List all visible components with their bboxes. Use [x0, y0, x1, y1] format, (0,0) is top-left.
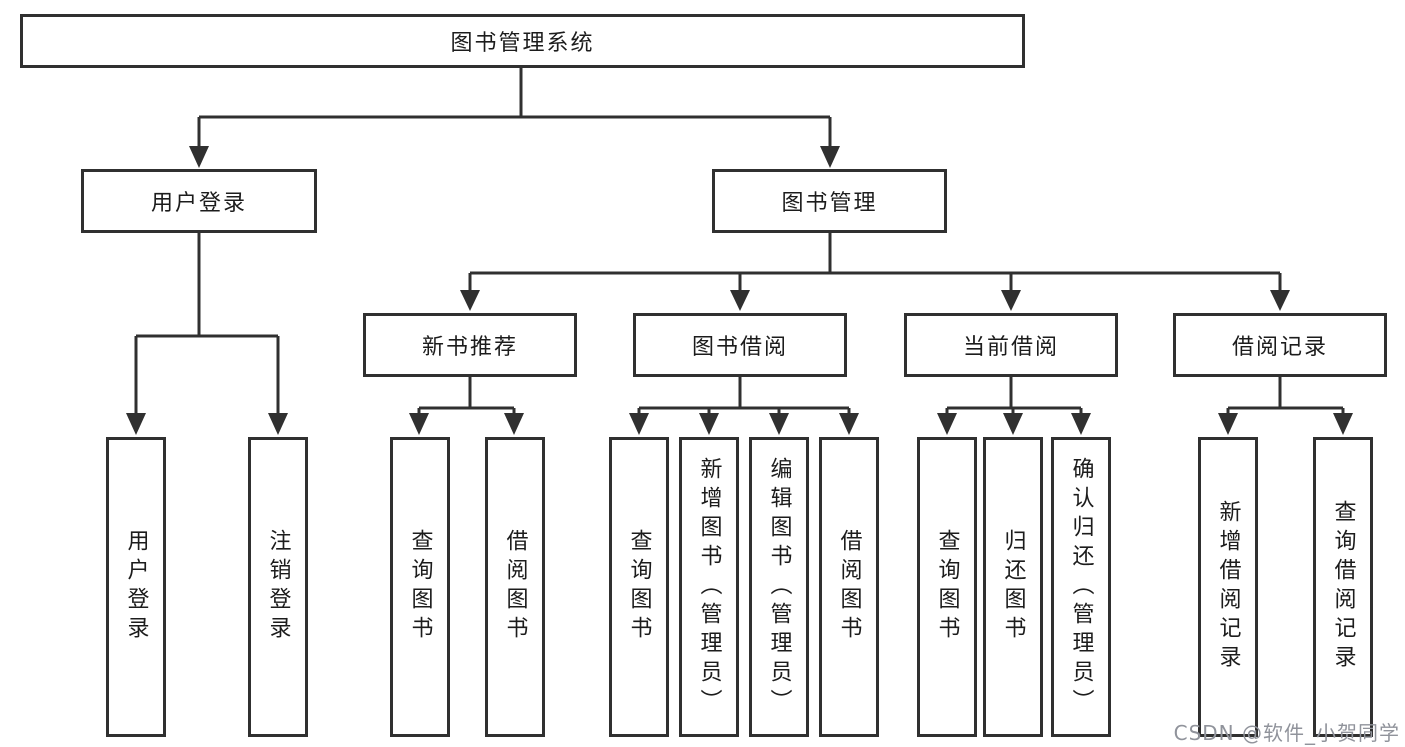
- node-book-management: 图书管理: [712, 169, 947, 233]
- arrow-icon: [126, 413, 1353, 435]
- leaf-bookborrow-query-book-label: 查询图书: [626, 529, 652, 645]
- leaf-bookborrow-add-book-admin: 新增图书（管理员）: [679, 437, 739, 737]
- arrow-icon: [460, 290, 1290, 311]
- leaf-bookborrow-borrow-book-label: 借阅图书: [836, 529, 862, 645]
- node-user-login: 用户登录: [81, 169, 317, 233]
- leaf-record-add-label: 新增借阅记录: [1215, 500, 1241, 674]
- node-borrow-record-label: 借阅记录: [1231, 335, 1328, 360]
- node-new-book-recommend-label: 新书推荐: [421, 335, 518, 360]
- node-new-book-recommend: 新书推荐: [363, 313, 577, 377]
- leaf-bookborrow-edit-book-admin-label: 编辑图书（管理员）: [766, 456, 792, 718]
- leaf-record-query-label: 查询借阅记录: [1330, 500, 1356, 674]
- leaf-bookborrow-add-book-admin-label: 新增图书（管理员）: [696, 456, 722, 718]
- edge-bookmgmt-to-level3: [468, 233, 1282, 292]
- leaf-user-login-label: 用户登录: [123, 529, 149, 645]
- leaf-logout-label: 注销登录: [265, 529, 291, 645]
- leaf-record-add: 新增借阅记录: [1198, 437, 1258, 737]
- node-current-borrow-label: 当前借阅: [962, 335, 1059, 360]
- leaf-current-confirm-return-admin-label: 确认归还（管理员）: [1068, 456, 1094, 718]
- arrow-icon: [189, 146, 840, 168]
- csdn-watermark: CSDN @软件_小贺同学: [1173, 721, 1400, 745]
- leaf-newbook-query-book-label: 查询图书: [407, 529, 433, 645]
- leaf-bookborrow-query-book: 查询图书: [609, 437, 669, 737]
- leaf-current-query-book: 查询图书: [917, 437, 977, 737]
- leaf-newbook-borrow-book-label: 借阅图书: [502, 529, 528, 645]
- leaf-current-query-book-label: 查询图书: [934, 529, 960, 645]
- edge-userlogin-to-leaves: [134, 233, 280, 416]
- leaf-current-confirm-return-admin: 确认归还（管理员）: [1051, 437, 1111, 737]
- leaf-bookborrow-edit-book-admin: 编辑图书（管理员）: [749, 437, 809, 737]
- leaf-user-login: 用户登录: [106, 437, 166, 737]
- leaf-newbook-query-book: 查询图书: [390, 437, 450, 737]
- leaf-current-return-book: 归还图书: [983, 437, 1043, 737]
- node-book-borrow-label: 图书借阅: [691, 335, 788, 360]
- node-borrow-record: 借阅记录: [1173, 313, 1387, 377]
- edge-borrowrecord-to-leaves: [1226, 377, 1345, 416]
- edge-bookborrow-to-leaves: [637, 377, 851, 416]
- leaf-current-return-book-label: 归还图书: [1000, 529, 1026, 645]
- leaf-newbook-borrow-book: 借阅图书: [485, 437, 545, 737]
- node-book-management-label: 图书管理: [781, 191, 878, 216]
- edge-root-to-level2: [197, 68, 832, 148]
- edge-newbook-to-leaves: [417, 377, 516, 416]
- node-current-borrow: 当前借阅: [904, 313, 1118, 377]
- edge-currentborrow-to-leaves: [945, 377, 1083, 416]
- node-library-system-label: 图书管理系统: [450, 31, 595, 56]
- leaf-record-query: 查询借阅记录: [1313, 437, 1373, 737]
- node-book-borrow: 图书借阅: [633, 313, 847, 377]
- node-library-system: 图书管理系统: [20, 14, 1025, 68]
- leaf-logout: 注销登录: [248, 437, 308, 737]
- leaf-bookborrow-borrow-book: 借阅图书: [819, 437, 879, 737]
- node-user-login-label: 用户登录: [150, 191, 247, 216]
- arrowheads: [126, 146, 1353, 435]
